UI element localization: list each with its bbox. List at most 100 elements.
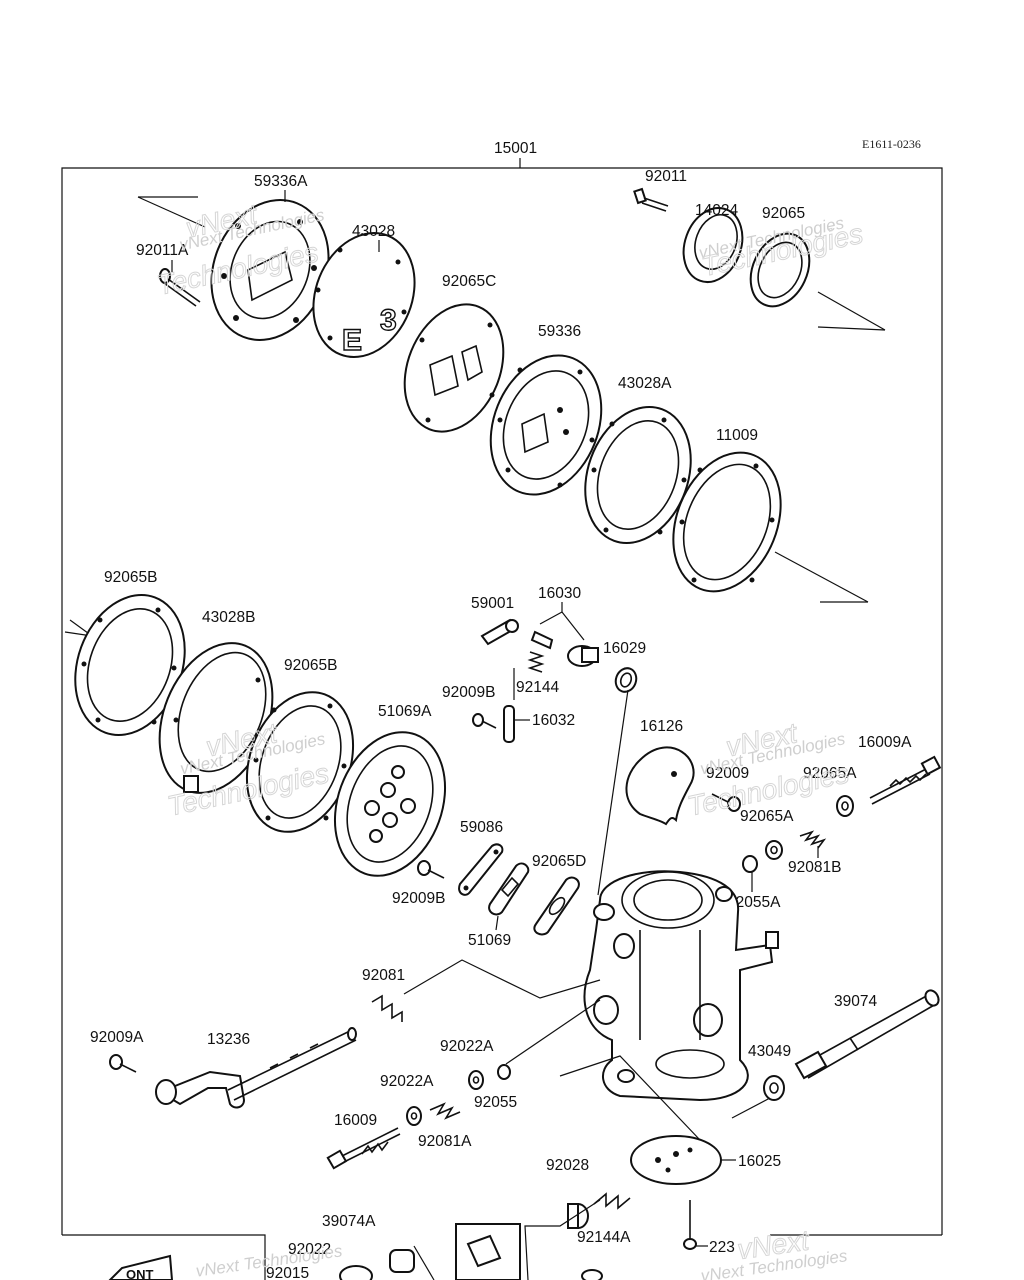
label-92009B-b: 92009B — [392, 890, 445, 907]
washer-92065A-right-icon — [836, 795, 854, 817]
bushing-92028-icon — [567, 1203, 589, 1229]
label-39074: 39074 — [834, 993, 877, 1010]
label-92015: 92015 — [266, 1265, 309, 1280]
bolt-92011-icon — [633, 187, 669, 212]
gasket-92065-icon — [749, 232, 811, 308]
label-92081A: 92081A — [418, 1133, 472, 1150]
needle-valve-16030-icon — [530, 611, 599, 667]
label-223: 223 — [709, 1239, 735, 1256]
label-59336: 59336 — [538, 323, 581, 340]
diaphragm-51069A-icon — [333, 731, 447, 877]
gasket-92065C-icon — [403, 303, 505, 433]
label-92144A: 92144A — [577, 1229, 631, 1246]
gasket-92065D-icon — [533, 876, 580, 936]
gasket-92065B-right-icon — [245, 691, 355, 833]
svg-text:3: 3 — [380, 304, 397, 337]
label-92081: 92081 — [362, 967, 405, 984]
lever-59001-icon — [480, 618, 519, 646]
label-13236: 13236 — [207, 1031, 250, 1048]
label-92009B-a: 92009B — [442, 684, 495, 701]
pin-16032-icon — [503, 705, 515, 743]
label-92081B: 92081B — [788, 859, 841, 876]
label-92065: 92065 — [762, 205, 805, 222]
label-92065A-b: 92065A — [740, 808, 794, 825]
washer-92022A-top-icon — [468, 1070, 484, 1090]
label-43028: 43028 — [352, 223, 395, 240]
washer-43049-icon — [763, 1075, 785, 1101]
label-92009A: 92009A — [90, 1029, 144, 1046]
label-92028: 92028 — [546, 1157, 589, 1174]
pilot-screw-16009A-icon — [869, 755, 942, 805]
label-92022A-b: 92022A — [380, 1073, 434, 1090]
screw-92009B-top-icon — [472, 713, 497, 729]
cover-59086-icon — [458, 843, 504, 896]
cover-59336A-icon — [210, 199, 330, 341]
label-51069: 51069 — [468, 932, 511, 949]
label-16009: 16009 — [334, 1112, 377, 1129]
spring-92144A-icon — [593, 1192, 631, 1210]
washer-92022A-bottom-icon — [406, 1106, 422, 1126]
label-15001: 15001 — [494, 140, 537, 157]
label-92022A-a: 92022A — [440, 1038, 494, 1055]
carburetor-body-icon — [583, 870, 779, 1102]
label-51069A: 51069A — [378, 703, 432, 720]
label-14024: 14024 — [695, 202, 738, 219]
label-16009A: 16009A — [858, 734, 912, 751]
spring-92081-icon — [371, 994, 403, 1022]
screw-223-icon — [683, 1200, 697, 1250]
label-16029: 16029 — [603, 640, 646, 657]
washer-16029-icon — [614, 667, 638, 693]
cap-14024-icon — [682, 207, 744, 283]
plate-16025-icon — [630, 1135, 722, 1185]
screw-92009-icon — [711, 793, 741, 812]
label-92144: 92144 — [516, 679, 559, 696]
label-43049: 43049 — [748, 1043, 791, 1060]
pump-body-59336-icon — [489, 354, 603, 496]
idle-screw-16009-icon — [326, 1127, 401, 1170]
label-11009: 11009 — [716, 427, 758, 444]
o-ring-92055-icon — [497, 1064, 511, 1080]
assembly-frame — [61, 158, 943, 1280]
screw-92011A-icon — [159, 268, 201, 307]
choke-lever-13236-icon — [155, 1027, 357, 1109]
label-92065B-a: 92065B — [104, 569, 157, 586]
plate-16126-icon — [625, 746, 695, 826]
label-59336A: 59336A — [254, 173, 308, 190]
washer-92065A-mid-icon — [765, 840, 783, 860]
watermark-mid-right: vNext Technologies vNext Technologies — [684, 716, 852, 822]
label-92009: 92009 — [706, 765, 749, 782]
label-16030: 16030 — [538, 585, 581, 602]
label-39074A: 39074A — [322, 1213, 376, 1230]
label-43028A: 43028A — [618, 375, 672, 392]
label-43028B: 43028B — [202, 609, 255, 626]
svg-text:ONT: ONT — [126, 1267, 154, 1280]
label-92065D: 92065D — [532, 853, 586, 870]
label-59086: 59086 — [460, 819, 503, 836]
label-92065C: 92065C — [442, 273, 496, 290]
diagram-code: E1611-0236 — [862, 137, 921, 151]
spring-92081A-icon — [429, 1102, 461, 1120]
label-92055A: 92055A — [727, 894, 781, 911]
label-16025: 16025 — [738, 1153, 781, 1170]
label-92055: 92055 — [474, 1094, 517, 1111]
guide-lines-top — [64, 196, 886, 637]
spring-92144-icon — [527, 651, 545, 673]
gasket-43028-icon: E 3 — [312, 231, 416, 359]
gasket-11009-icon — [672, 451, 782, 593]
spring-92081B-icon — [799, 830, 827, 849]
throttle-shaft-39074-icon — [794, 989, 940, 1080]
label-92065A-a: 92065A — [803, 765, 857, 782]
diaphragm-51069-icon — [488, 862, 530, 916]
screw-92009B-bottom-icon — [417, 860, 445, 879]
label-92011A: 92011A — [136, 242, 189, 259]
svg-text:E: E — [342, 324, 362, 357]
label-92065B-b: 92065B — [284, 657, 337, 674]
o-ring-92055A-icon — [742, 855, 758, 873]
bottom-partial-parts: ONT — [108, 1223, 603, 1280]
label-16032: 16032 — [532, 712, 575, 729]
screw-92009A-icon — [109, 1054, 137, 1073]
label-16126: 16126 — [640, 718, 683, 735]
label-92022: 92022 — [288, 1241, 331, 1258]
